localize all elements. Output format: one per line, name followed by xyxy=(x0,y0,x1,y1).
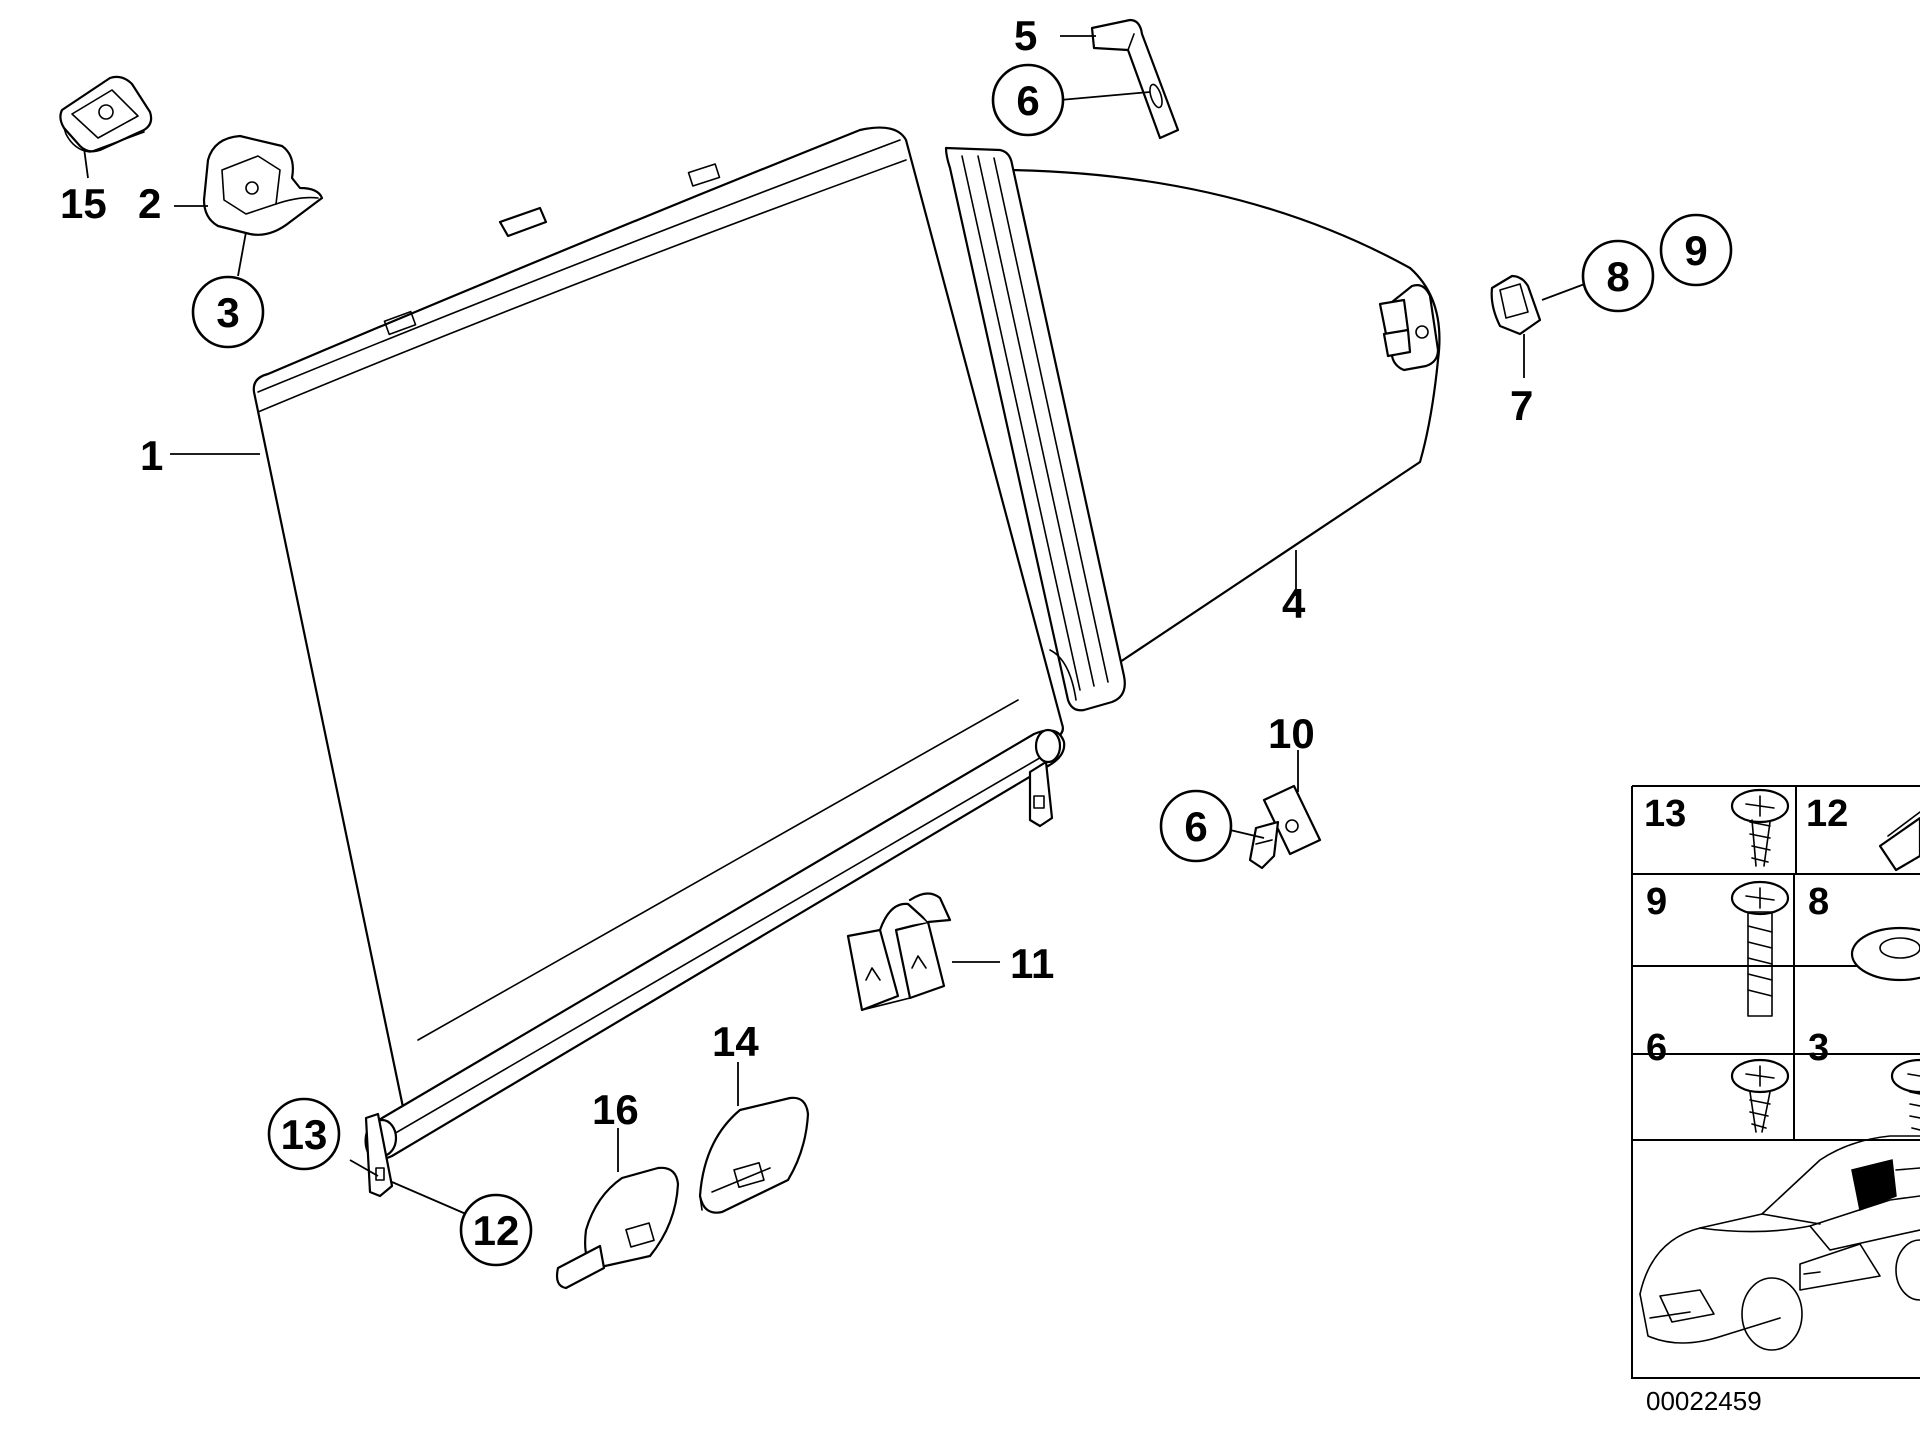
part-15-mounting-plate xyxy=(59,75,153,153)
callout-12: 12 xyxy=(459,1193,533,1267)
legend-12: 12 xyxy=(1806,793,1848,835)
callout-4: 4 xyxy=(1282,580,1306,627)
callout-13: 13 xyxy=(267,1097,341,1171)
part-2-bracket xyxy=(202,134,324,236)
callout-6-bottom: 6 xyxy=(1159,789,1233,863)
clip-12-icon xyxy=(1878,811,1920,872)
screw-6-icon xyxy=(1730,1058,1790,1133)
legend-6: 6 xyxy=(1646,1027,1667,1069)
part-4-quarter-blind xyxy=(944,146,1441,712)
callout-1: 1 xyxy=(140,432,163,479)
reference-code: 00022459 xyxy=(1646,1386,1762,1416)
part-11-double-clip xyxy=(846,892,952,1012)
svg-text:9: 9 xyxy=(1684,227,1707,274)
legend-8: 8 xyxy=(1808,881,1829,923)
part-16-end-cap xyxy=(555,1166,680,1290)
callout-7: 7 xyxy=(1510,382,1533,429)
screw-3-icon xyxy=(1890,1058,1920,1131)
part-7-clip-nut xyxy=(1490,274,1542,336)
callout-6-top: 6 xyxy=(991,63,1065,137)
part-14-end-cap xyxy=(698,1096,810,1214)
leader-lines xyxy=(83,35,1591,1215)
callout-2: 2 xyxy=(138,180,161,227)
fastener-legend: 13 12 9 8 6 3 xyxy=(1631,785,1920,1379)
screw-9-icon xyxy=(1730,880,1790,1017)
callout-3: 3 xyxy=(191,275,265,349)
callout-16: 16 xyxy=(592,1086,639,1133)
svg-text:3: 3 xyxy=(216,289,239,336)
legend-9: 9 xyxy=(1646,881,1667,923)
callout-10: 10 xyxy=(1268,710,1315,757)
washer-8-icon xyxy=(1850,926,1920,982)
part-5-clip xyxy=(1090,18,1180,140)
legend-13: 13 xyxy=(1644,793,1686,835)
callout-14: 14 xyxy=(712,1018,759,1065)
svg-text:12: 12 xyxy=(473,1207,520,1254)
svg-text:6: 6 xyxy=(1016,77,1039,124)
vehicle-location-icon xyxy=(1639,1135,1920,1351)
callout-5: 5 xyxy=(1014,12,1037,59)
callout-9: 9 xyxy=(1659,213,1733,287)
callout-15: 15 xyxy=(60,180,107,227)
svg-text:6: 6 xyxy=(1184,803,1207,850)
callout-11: 11 xyxy=(1010,940,1054,987)
callout-8: 8 xyxy=(1581,239,1655,313)
part-10-bracket xyxy=(1248,784,1322,870)
svg-text:13: 13 xyxy=(281,1111,328,1158)
legend-3: 3 xyxy=(1808,1027,1829,1069)
screw-13-icon xyxy=(1730,788,1790,867)
part-1-sunblind xyxy=(252,126,1066,1198)
svg-text:8: 8 xyxy=(1606,253,1629,300)
